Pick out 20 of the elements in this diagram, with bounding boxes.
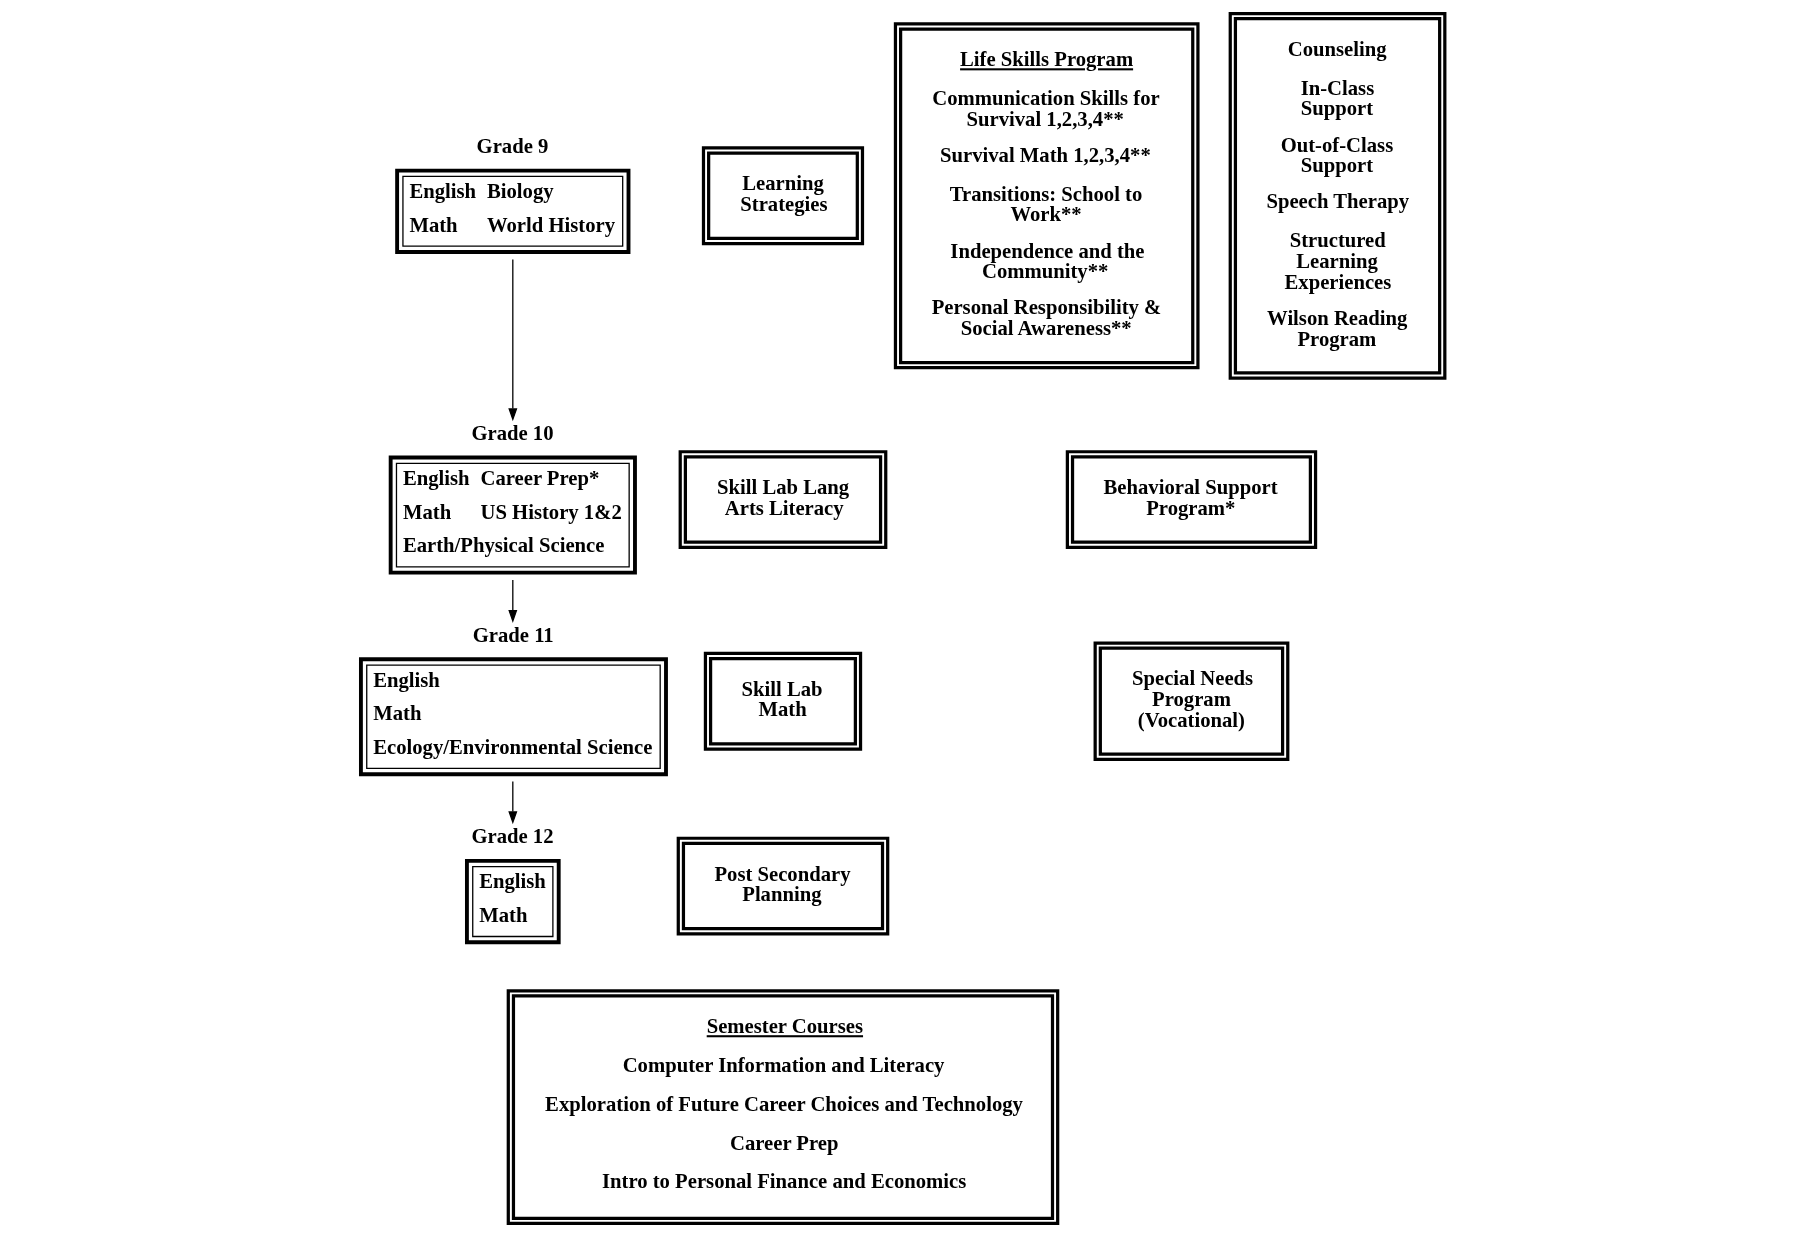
node-box: Post Secondary Planning <box>676 836 889 936</box>
node-label: Grade 9 <box>476 134 548 157</box>
node-box: English Career Prep* Math US History 1&2 Earth/Physical Science <box>388 455 637 575</box>
node-label: Grade 10 <box>470 421 554 444</box>
node-box: Learning Strategies <box>701 146 864 246</box>
node-box: Skill Lab Lang Arts Literacy <box>678 450 887 549</box>
arrow <box>507 258 517 422</box>
node-box: Special Needs Program (Vocational) <box>1093 641 1289 761</box>
node-box: English Biology Math World History <box>394 168 630 254</box>
node-box: English Math <box>464 858 561 945</box>
arrow <box>507 579 517 623</box>
node-box: Counseling In-Class Support Out-of-Class Support Speech Therapy Structured Learning Experiences Wilson Reading Program <box>1228 11 1446 380</box>
node-label: Grade 11 <box>472 623 554 646</box>
node-box: Life Skills Program Communication Skills for Survival 1,2,3,4** Survival Math 1,2,3,4** Transitions: School to Work** Independence and the Community** Personal Responsibility & Social Awareness** <box>893 22 1200 370</box>
arrow <box>507 780 517 825</box>
node-box: English Math Ecology/Environmental Science <box>358 657 668 777</box>
node-box: Skill Lab Math <box>703 651 862 751</box>
node-box: Semester Courses Computer Information and Literacy Exploration of Future Career Choices and Technology Career Prep Intro to Personal Finance and Economics <box>506 989 1059 1226</box>
node-box: Behavioral Support Program* <box>1065 450 1317 549</box>
node-label: Grade 12 <box>470 825 554 848</box>
